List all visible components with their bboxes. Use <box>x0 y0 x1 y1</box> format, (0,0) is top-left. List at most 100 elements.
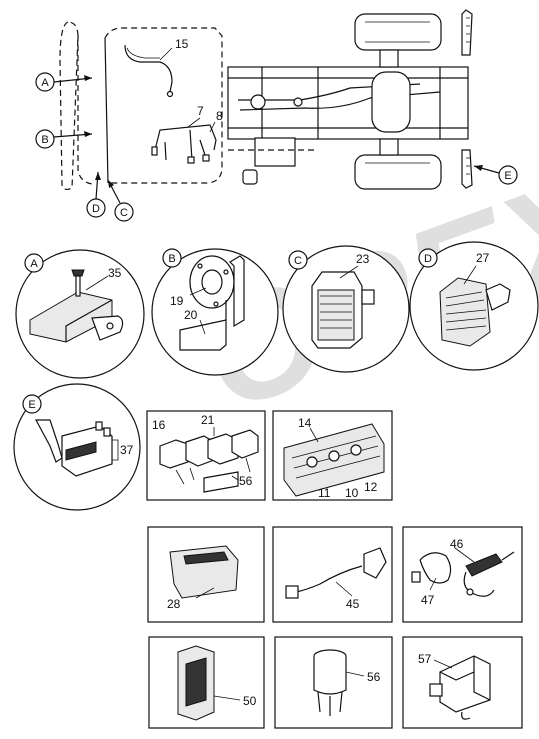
part-number-27: 27 <box>476 251 490 265</box>
callout-c[interactable]: C <box>107 179 134 222</box>
fuel-tank-cap <box>242 169 258 185</box>
harness-7-branches <box>164 129 207 161</box>
part-number-10: 10 <box>345 486 359 500</box>
callout-e-circle[interactable] <box>498 165 518 185</box>
part-number-57: 57 <box>418 652 432 666</box>
detail-c-label: C <box>288 250 308 270</box>
lamp-ribs <box>466 17 470 175</box>
harness-15-plug <box>166 90 174 98</box>
detail-e <box>13 383 141 511</box>
horn-hole-2 <box>223 269 229 275</box>
rear-lamp-bulb-b <box>103 427 111 437</box>
cab-front-outline <box>59 21 79 191</box>
callout-a-arrowhead <box>84 75 92 81</box>
tire-top <box>354 13 442 51</box>
detail-c-letter: C <box>294 255 302 267</box>
part-number-56-relay: 56 <box>239 474 253 488</box>
callout-c-circle[interactable] <box>114 202 134 222</box>
leader-47 <box>429 577 437 591</box>
battery-box <box>254 137 296 167</box>
part-number-20: 20 <box>184 308 198 322</box>
detail-a-label: A <box>24 253 44 273</box>
leader-56a <box>231 475 239 481</box>
part-number-35: 35 <box>108 266 122 280</box>
callout-b[interactable]: B <box>35 129 93 149</box>
part-number-46: 46 <box>450 537 464 551</box>
mirror-bracket-edge <box>65 299 113 342</box>
part-number-37: 37 <box>120 443 134 457</box>
harness-15-branch <box>126 47 160 59</box>
connector-57-latch <box>429 683 443 697</box>
leader-7 <box>187 117 201 128</box>
chassis-frame <box>227 66 469 140</box>
callout-e-label: E <box>504 170 511 182</box>
relay-56-pins <box>317 691 343 716</box>
callout-b-arrowhead <box>84 131 92 137</box>
part-number-7: 7 <box>197 104 204 118</box>
leader-19 <box>189 287 207 296</box>
horn-center <box>201 269 223 295</box>
rear-lamp-bulb-a <box>95 421 103 431</box>
side-lamp-ribs <box>445 291 487 331</box>
harness-7-conn-a <box>151 146 158 156</box>
lamp-lens <box>317 289 355 341</box>
horn-bracket <box>179 319 227 351</box>
fuse-board-box <box>272 410 393 501</box>
rear-lamp-top <box>461 9 473 56</box>
callout-a[interactable]: A <box>35 72 93 92</box>
detail-d <box>409 241 539 371</box>
fuse-board-relay-2 <box>328 450 340 462</box>
side-lamp-socket <box>485 283 511 311</box>
chassis-junction-2 <box>293 97 303 107</box>
sensor-45-cable <box>295 565 363 593</box>
callout-d[interactable]: D <box>86 171 106 218</box>
part-number-50: 50 <box>243 694 257 708</box>
harness-7 <box>154 124 217 151</box>
relay-wires <box>175 457 251 485</box>
detail-b <box>151 248 279 376</box>
detail-b-badge <box>162 248 182 268</box>
relay-21b <box>207 433 239 465</box>
horn-hole-1 <box>197 263 203 269</box>
detail-b-letter: B <box>168 253 175 265</box>
callout-d-arrowhead <box>95 172 101 180</box>
callout-c-label: C <box>120 207 128 219</box>
part-box-57-frame <box>402 636 523 729</box>
detail-d-label: D <box>418 248 438 268</box>
rear-lamp-lens-band <box>65 441 97 461</box>
callout-d-label: D <box>92 203 100 215</box>
switch-46-grommet <box>466 588 474 596</box>
cab-pillar <box>104 37 109 184</box>
relay-base <box>203 471 239 493</box>
leader-50 <box>213 695 241 701</box>
callout-e-arrowhead <box>474 165 483 171</box>
leader-28 <box>195 587 215 599</box>
part-number-56: 56 <box>367 670 381 684</box>
connector-57-clip <box>461 711 471 720</box>
part-box-56 <box>274 636 393 729</box>
harness-47-loop <box>419 552 452 584</box>
chassis-junction <box>250 94 266 110</box>
leader-45 <box>335 581 353 597</box>
bolt-head <box>71 269 85 277</box>
part-number-8: 8 <box>216 109 223 123</box>
bolt-shank <box>75 275 81 297</box>
relay-56-body <box>313 656 347 695</box>
leader-27 <box>463 265 477 285</box>
detail-d-badge <box>418 248 438 268</box>
callout-e[interactable]: E <box>473 165 518 185</box>
fuse-board-relay-3 <box>350 444 362 456</box>
relay-set-box <box>146 410 266 501</box>
detail-c <box>282 245 410 373</box>
callout-b-circle[interactable] <box>35 129 55 149</box>
part-number-14: 14 <box>298 416 312 430</box>
leader-23 <box>339 265 359 279</box>
callout-b-label: B <box>41 134 48 146</box>
leader-14 <box>309 427 319 443</box>
sensor-45-head <box>363 547 387 579</box>
tire-bottom <box>354 154 442 190</box>
cab-body-outline <box>104 27 223 184</box>
callout-a-label: A <box>41 77 49 89</box>
lamp-connector <box>361 289 375 305</box>
